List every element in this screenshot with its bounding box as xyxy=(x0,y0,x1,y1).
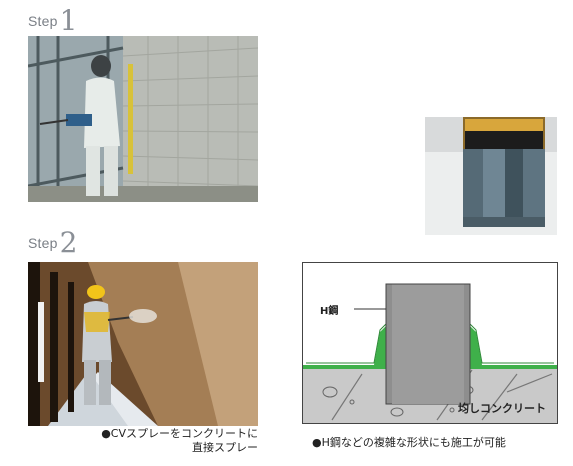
diagram-caption: ●H鋼などの複雑な形状にも施工が可能 xyxy=(312,436,506,449)
step-2-caption-line-1: ●CVスプレーをコンクリートに xyxy=(101,427,258,440)
step-2-number: 2 xyxy=(59,226,78,259)
step-1-word: Step xyxy=(28,13,58,29)
step-2-label: Step2 xyxy=(28,226,77,259)
concrete-label: 均しコンクリート xyxy=(458,402,546,415)
step-2-caption-line-2: 直接スプレー xyxy=(192,441,258,454)
h-steel-diagram: H鋼 均しコンクリート xyxy=(302,262,558,424)
step-2-word: Step xyxy=(28,235,58,251)
step-1-photo xyxy=(28,36,258,202)
step-1-number: 1 xyxy=(59,4,78,37)
step-2-photo xyxy=(28,262,258,426)
step-2-caption: ●CVスプレーをコンクリートに 直接スプレー xyxy=(38,427,258,455)
coated-h-steel-photo xyxy=(425,117,557,235)
step-1-label: Step1 xyxy=(28,4,77,37)
h-steel-label: H鋼 xyxy=(320,306,339,317)
